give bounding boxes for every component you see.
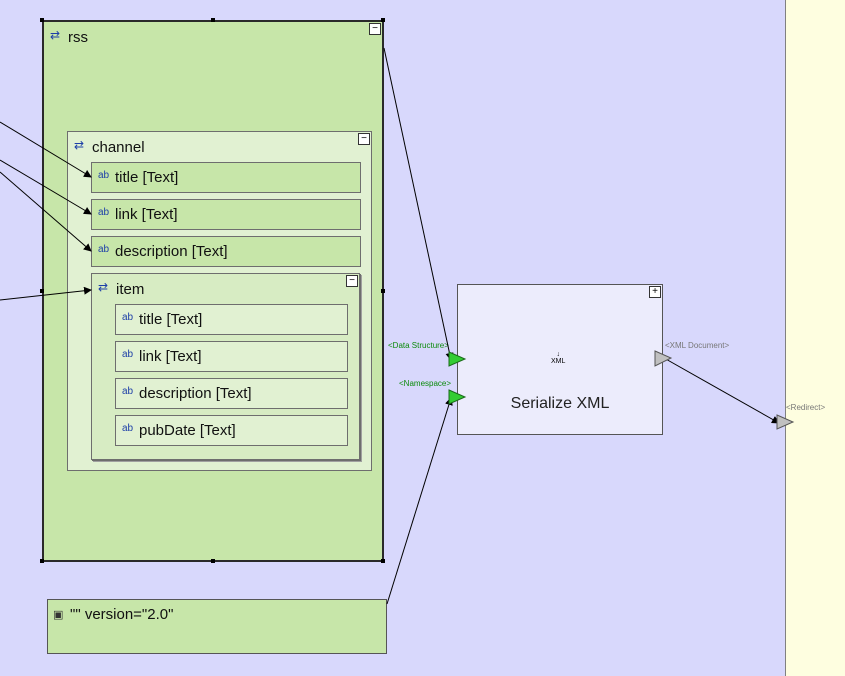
resize-handle[interactable] — [211, 559, 215, 563]
field-label: link [Text] — [115, 206, 178, 223]
resize-handle[interactable] — [381, 289, 385, 293]
rss-node-title: rss — [68, 29, 88, 46]
field-label: pubDate [Text] — [139, 422, 236, 439]
item-field-title[interactable]: ab title [Text] — [115, 304, 348, 335]
structure-icon: ⇄ — [74, 138, 85, 152]
item-field-pubdate[interactable]: ab pubDate [Text] — [115, 415, 348, 446]
text-field-icon: ab — [98, 244, 110, 255]
resize-handle[interactable] — [40, 559, 44, 563]
resize-handle[interactable] — [381, 559, 385, 563]
field-label: description [Text] — [139, 385, 252, 402]
text-field-icon: ab — [98, 170, 110, 181]
channel-collapse-button[interactable]: − — [358, 133, 370, 145]
item-field-description[interactable]: ab description [Text] — [115, 378, 348, 409]
xml-document-port — [654, 350, 673, 367]
attribute-icon: ▣ — [53, 609, 64, 621]
channel-field-title[interactable]: ab title [Text] — [91, 162, 361, 193]
item-field-link[interactable]: ab link [Text] — [115, 341, 348, 372]
serialize-xml-title: Serialize XML — [510, 395, 610, 412]
text-field-icon: ab — [122, 349, 134, 360]
right-panel — [785, 0, 845, 676]
field-label: title [Text] — [115, 169, 179, 186]
resize-handle[interactable] — [381, 18, 385, 22]
resize-handle[interactable] — [211, 18, 215, 22]
text-field-icon: ab — [122, 386, 134, 397]
wire-to-channel-description — [0, 171, 92, 252]
field-label: link [Text] — [139, 348, 202, 365]
namespace-port — [448, 389, 467, 405]
version-attribute-node[interactable]: ▣ "" version="2.0" — [47, 599, 387, 654]
wire-to-channel-title — [0, 121, 92, 178]
item-node-title: item — [116, 281, 145, 298]
channel-field-description[interactable]: ab description [Text] — [91, 236, 361, 267]
channel-node-title: channel — [92, 139, 145, 156]
channel-field-link[interactable]: ab link [Text] — [91, 199, 361, 230]
wire-rss-to-data-structure — [383, 47, 454, 361]
text-field-icon: ab — [122, 312, 134, 323]
field-label: description [Text] — [115, 243, 228, 260]
wire-to-item — [0, 286, 92, 301]
redirect-port-label: <Redirect> — [786, 403, 826, 412]
xml-icon: ↓XML — [551, 351, 566, 365]
structure-icon: ⇄ — [98, 280, 109, 294]
resize-handle[interactable] — [40, 289, 44, 293]
structure-icon: ⇄ — [50, 28, 61, 42]
field-label: title [Text] — [139, 311, 203, 328]
xml-document-port-label: <XML Document> — [665, 341, 730, 350]
wire-to-channel-link — [0, 159, 92, 215]
version-attribute-label: "" version="2.0" — [70, 606, 174, 623]
rss-collapse-button[interactable]: − — [369, 23, 381, 35]
item-collapse-button[interactable]: − — [346, 275, 358, 287]
wire-version-to-namespace — [386, 397, 453, 605]
serialize-expand-button[interactable]: + — [649, 286, 661, 298]
resize-handle[interactable] — [40, 18, 44, 22]
data-structure-port — [448, 351, 467, 367]
text-field-icon: ab — [122, 423, 134, 434]
text-field-icon: ab — [98, 207, 110, 218]
wire-xml-to-redirect — [663, 357, 780, 424]
data-structure-port-label: <Data Structure> — [388, 341, 449, 350]
namespace-port-label: <Namespace> — [399, 379, 452, 388]
redirect-port — [776, 414, 795, 430]
